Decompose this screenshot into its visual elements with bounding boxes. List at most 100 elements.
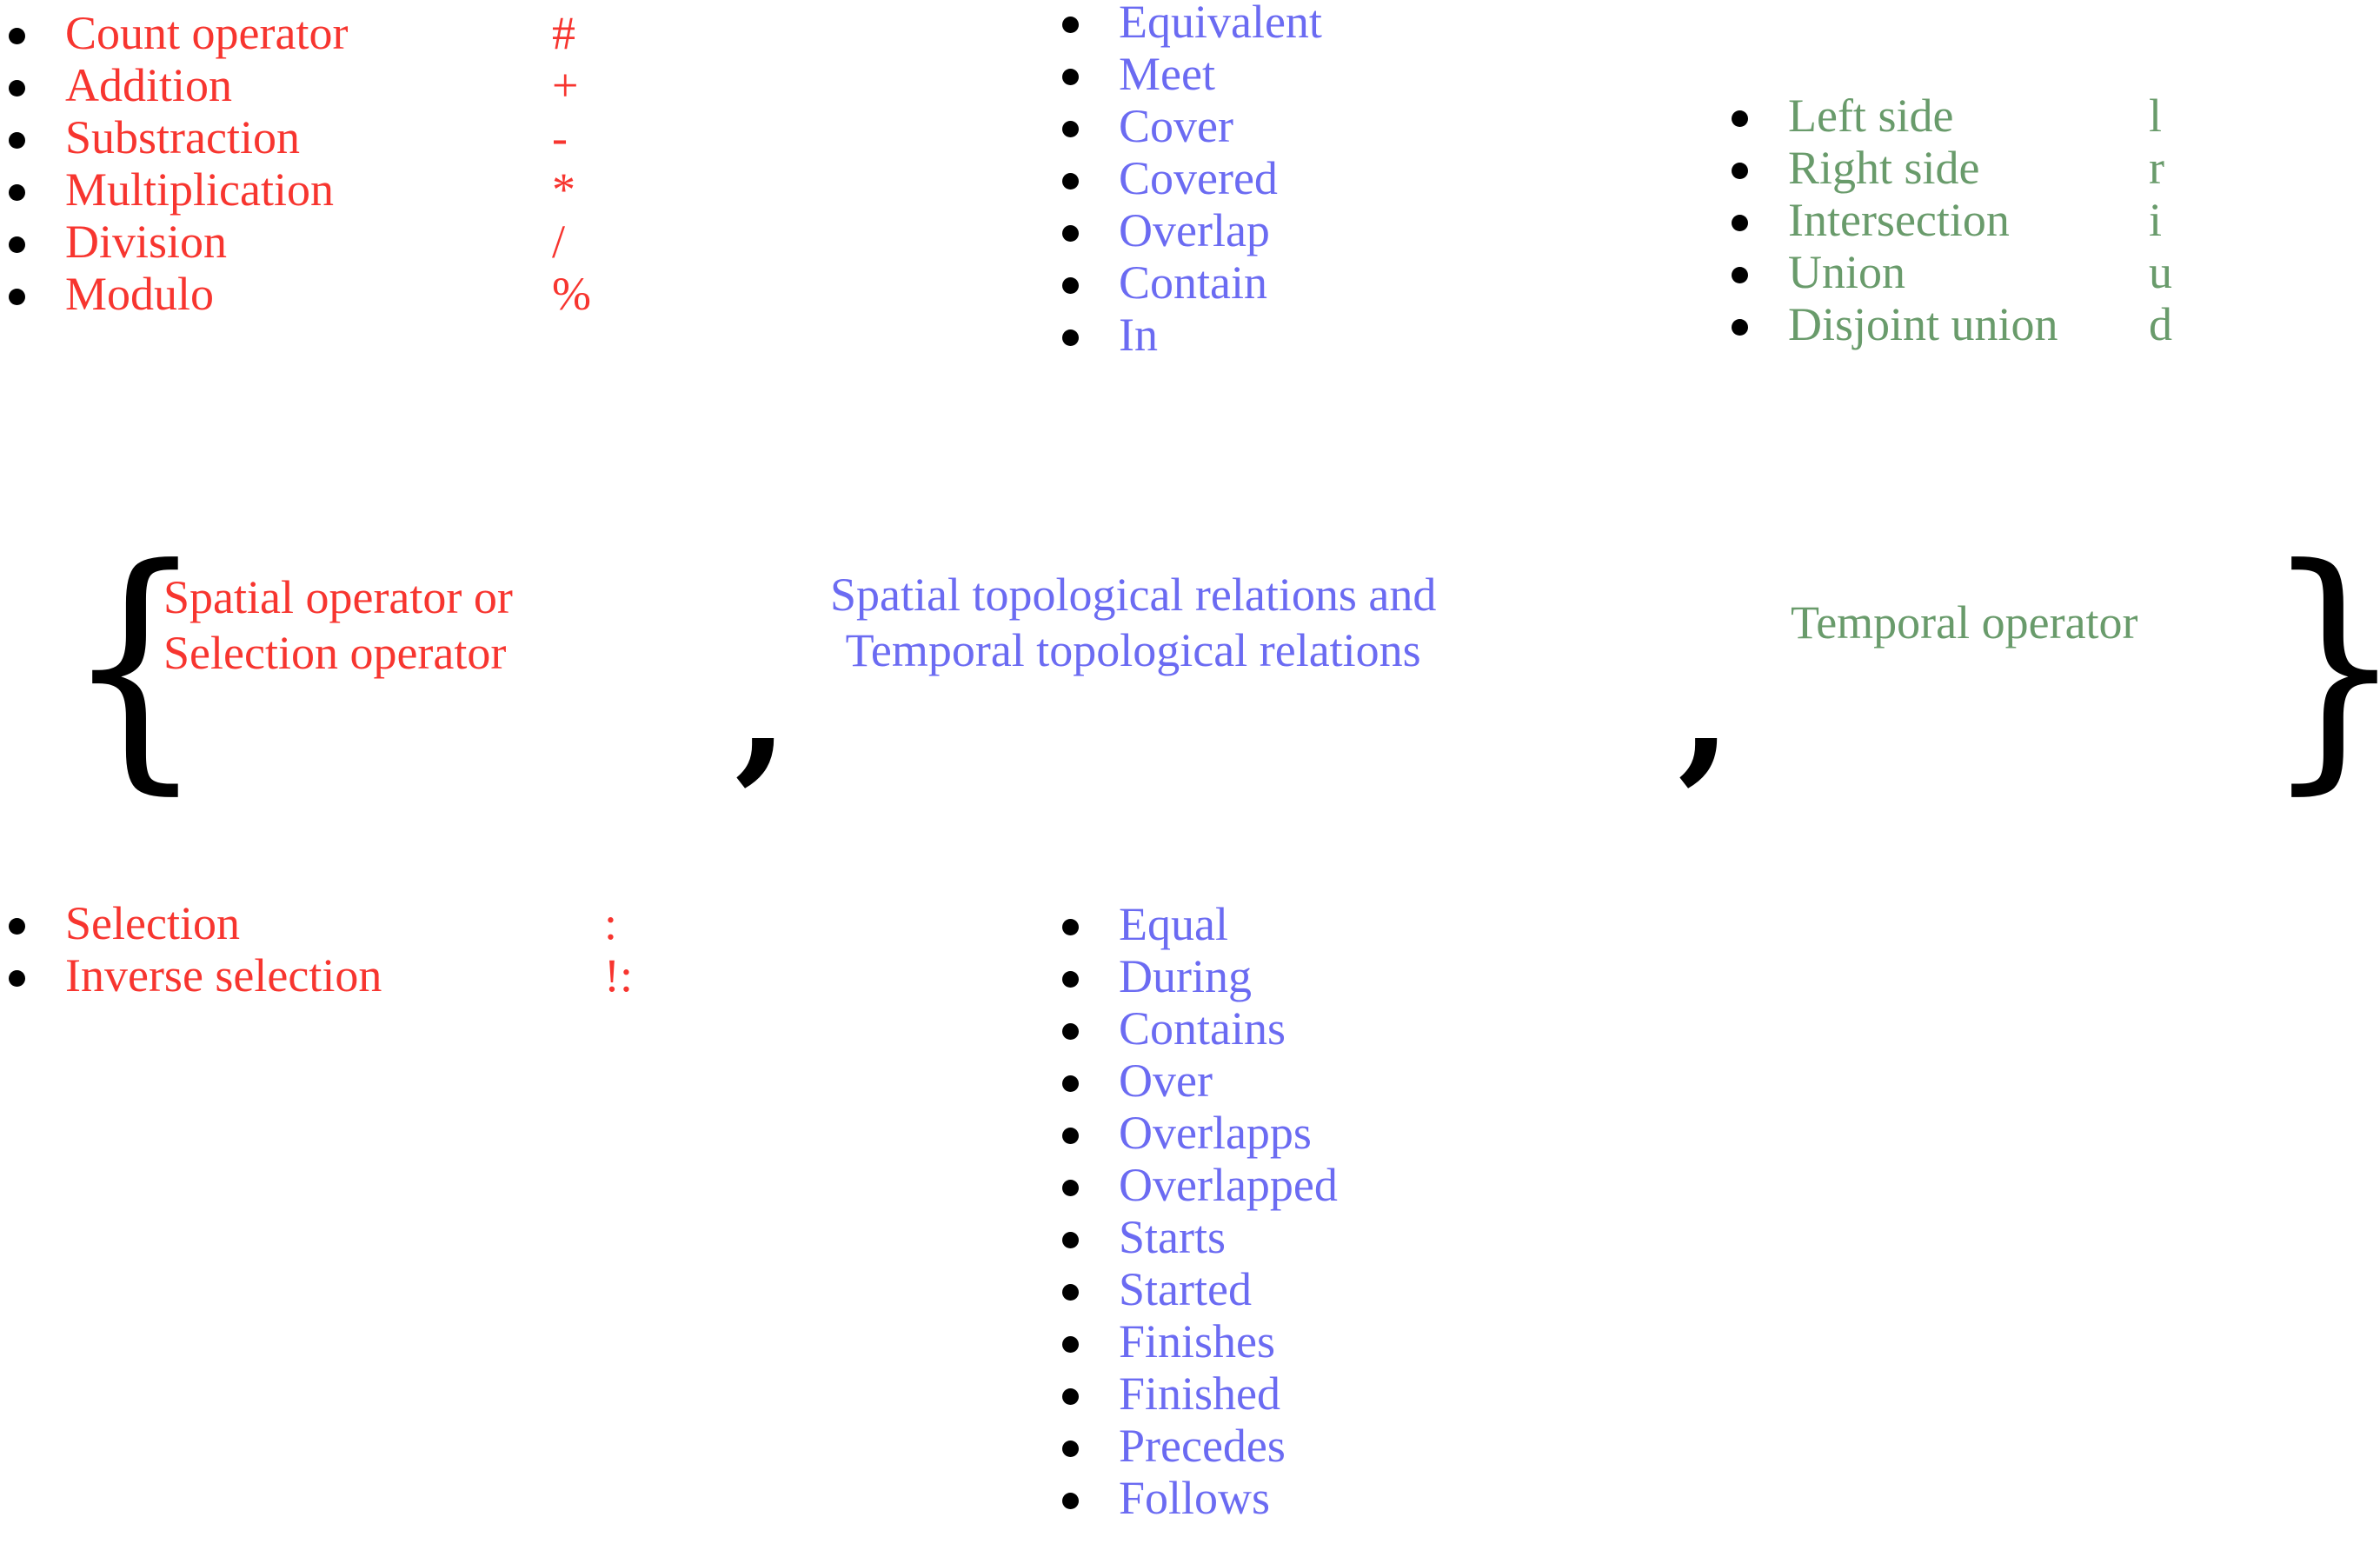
relation-label: Contains [1119, 1002, 1286, 1055]
operator-label: Disjoint union [1788, 298, 2058, 350]
bullet-icon [1062, 1336, 1079, 1353]
operator-label: Intersection [1788, 194, 2010, 246]
list-item: Selection : [9, 897, 708, 949]
bullet-icon [1062, 1128, 1079, 1144]
list-item: Contains [1062, 1002, 1466, 1055]
list-item: Overlap [1062, 204, 1466, 256]
operator-label: Count operator [65, 7, 349, 59]
list-item: Addition + [9, 59, 656, 111]
formula-comma: , [735, 616, 789, 800]
operator-symbol: - [552, 111, 568, 163]
bullet-icon [1062, 277, 1079, 294]
relation-label: During [1119, 950, 1252, 1002]
formula-term-line: Spatial operator or [163, 571, 513, 623]
bullet-icon [9, 28, 25, 44]
operator-label: Union [1788, 246, 1905, 298]
bullet-icon [9, 184, 25, 201]
relation-label: Contain [1119, 256, 1267, 309]
relation-label: Equal [1119, 898, 1228, 950]
list-item: Overlapped [1062, 1159, 1466, 1211]
operator-symbol: + [552, 59, 579, 111]
bullet-icon [1062, 1388, 1079, 1405]
formula-term-line: Temporal topological relations [845, 624, 1421, 676]
curly-brace-close-icon: } [2264, 535, 2380, 795]
arithmetic-operators-list: Count operator # Addition + Substraction… [9, 7, 656, 320]
list-item: Count operator # [9, 7, 656, 59]
bullet-icon [1732, 319, 1748, 336]
temporal-topological-relations-list: Equal During Contains Over Overlapps Ove… [1062, 898, 1466, 1524]
temporal-relations-items: Equal During Contains Over Overlapps Ove… [1062, 898, 1466, 1524]
relation-label: Starts [1119, 1211, 1227, 1263]
list-item: Multiplication * [9, 163, 656, 216]
bullet-icon [9, 80, 25, 96]
formula-term-topological-relations: Spatial topological relations and Tempor… [830, 567, 1436, 678]
list-item: Inverse selection !: [9, 949, 708, 1001]
bullet-icon [1732, 163, 1748, 179]
bullet-icon [1062, 1441, 1079, 1457]
list-item: Modulo % [9, 268, 656, 320]
operator-label: Addition [65, 59, 233, 111]
relation-label: Follows [1119, 1472, 1271, 1524]
operator-label: Left side [1788, 90, 1954, 142]
bullet-icon [1062, 173, 1079, 190]
bullet-icon [9, 236, 25, 253]
list-item: During [1062, 950, 1466, 1002]
bullet-icon [9, 970, 25, 987]
formula-term-line: Selection operator [163, 627, 507, 679]
bullet-icon [1062, 121, 1079, 137]
relation-label: Overlapped [1119, 1159, 1338, 1211]
relation-label: Started [1119, 1263, 1252, 1315]
bullet-icon [9, 289, 25, 305]
bullet-icon [1732, 267, 1748, 283]
relation-label: Cover [1119, 100, 1233, 152]
bullet-icon [1062, 1023, 1079, 1040]
set-operators-list: Left side l Right side r Intersection i … [1732, 90, 2218, 350]
list-item: Substraction - [9, 111, 656, 163]
relation-label: Covered [1119, 152, 1278, 204]
operator-label: Substraction [65, 111, 300, 163]
bullet-icon [1732, 110, 1748, 127]
operator-symbol: r [2149, 142, 2164, 194]
selection-operators-items: Selection : Inverse selection !: [9, 897, 708, 1001]
bullet-icon [1062, 17, 1079, 33]
spatial-relations-items: Equivalent Meet Cover Covered Overlap Co… [1062, 0, 1466, 361]
relation-label: Finishes [1119, 1315, 1276, 1367]
arithmetic-operators-items: Count operator # Addition + Substraction… [9, 7, 656, 320]
operator-symbol: !: [604, 949, 633, 1001]
list-item: Union u [1732, 246, 2218, 298]
operator-symbol: i [2149, 194, 2163, 246]
list-item: Meet [1062, 48, 1466, 100]
list-item: Left side l [1732, 90, 2218, 142]
bullet-icon [9, 918, 25, 935]
operator-label: Inverse selection [65, 949, 382, 1001]
operator-label: Right side [1788, 142, 1980, 194]
relation-label: Overlapps [1119, 1107, 1312, 1159]
operator-symbol: d [2149, 298, 2172, 350]
list-item: Disjoint union d [1732, 298, 2218, 350]
formula-term-line: Temporal operator [1791, 596, 2138, 649]
list-item: Over [1062, 1055, 1466, 1107]
list-item: Overlapps [1062, 1107, 1466, 1159]
spatial-topological-relations-list: Equivalent Meet Cover Covered Overlap Co… [1062, 0, 1466, 361]
operator-symbol: u [2149, 246, 2172, 298]
relation-label: Precedes [1119, 1420, 1286, 1472]
relation-label: Overlap [1119, 204, 1270, 256]
operator-symbol: l [2149, 90, 2163, 142]
bullet-icon [1062, 1493, 1079, 1509]
list-item: Started [1062, 1263, 1466, 1315]
bullet-icon [9, 132, 25, 149]
list-item: Equivalent [1062, 0, 1466, 48]
formula-term-temporal-operator: Temporal operator [1791, 595, 2138, 650]
operator-symbol: # [552, 7, 575, 59]
bullet-icon [1062, 1232, 1079, 1248]
relation-label: Equivalent [1119, 0, 1322, 48]
bullet-icon [1062, 919, 1079, 935]
list-item: Finished [1062, 1367, 1466, 1420]
list-item: Cover [1062, 100, 1466, 152]
list-item: Contain [1062, 256, 1466, 309]
bullet-icon [1062, 1284, 1079, 1301]
list-item: Follows [1062, 1472, 1466, 1524]
operator-label: Selection [65, 897, 240, 949]
bullet-icon [1732, 215, 1748, 231]
list-item: Division / [9, 216, 656, 268]
